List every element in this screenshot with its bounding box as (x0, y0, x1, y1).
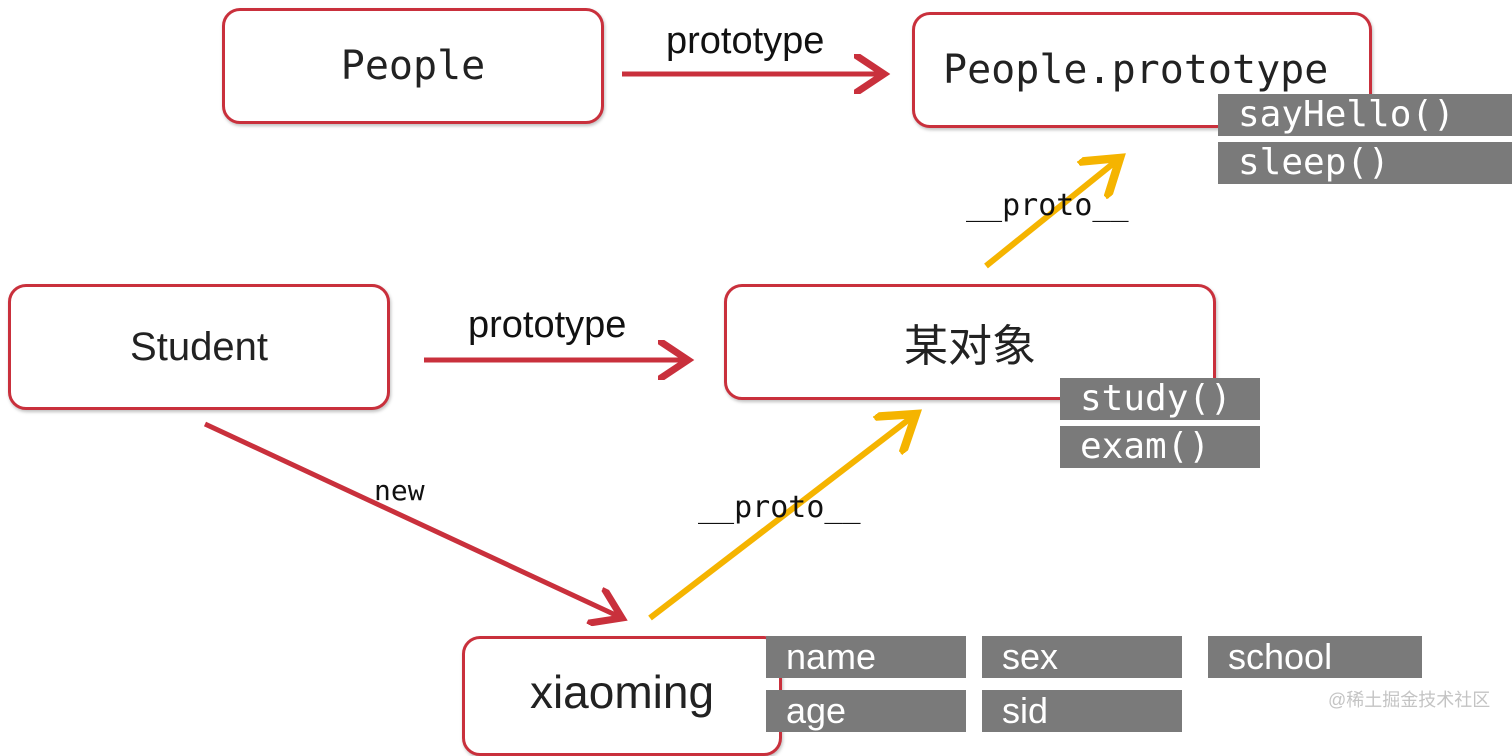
edge-label-xiaoming-proto: __proto__ (698, 490, 861, 525)
method-tag-study: study() (1060, 378, 1260, 420)
node-mou-duixiang-label: 某对象 (904, 322, 1036, 371)
node-people-prototype-label: People.prototype (943, 47, 1329, 93)
node-xiaoming-label: xiaoming (529, 666, 715, 718)
property-tag-sex: sex (982, 636, 1182, 678)
prototype-chain-diagram: People People.prototype Student 某对象 xiao… (8, 0, 1512, 756)
arrow-object-to-people-prototype (984, 158, 1120, 269)
property-tag-age: age (766, 690, 966, 732)
property-tag-name: name (766, 636, 966, 678)
method-tag-exam: exam() (1060, 426, 1260, 468)
node-people: People (222, 8, 604, 124)
arrows-layer (203, 0, 1512, 730)
arrow-student-to-xiaoming (203, 421, 622, 618)
edge-label-student-prototype: prototype (468, 304, 627, 346)
node-student: Student (8, 284, 390, 410)
node-people-label: People (340, 43, 486, 89)
property-tag-school: school (1208, 636, 1422, 678)
node-student-label: Student (130, 324, 268, 369)
edge-label-new: new (374, 474, 425, 507)
arrow-xiaoming-to-object (648, 414, 916, 621)
watermark: @稀土掘金技术社区 (1328, 690, 1491, 710)
property-tag-sid: sid (982, 690, 1182, 732)
edge-label-people-prototype: prototype (666, 20, 825, 62)
node-mou-duixiang: 某对象 (724, 284, 1216, 400)
method-tag-sayhello: sayHello() (1218, 94, 1512, 136)
edge-label-object-proto: __proto__ (966, 188, 1129, 223)
method-tag-sleep: sleep() (1218, 142, 1512, 184)
node-xiaoming: xiaoming (462, 636, 782, 756)
